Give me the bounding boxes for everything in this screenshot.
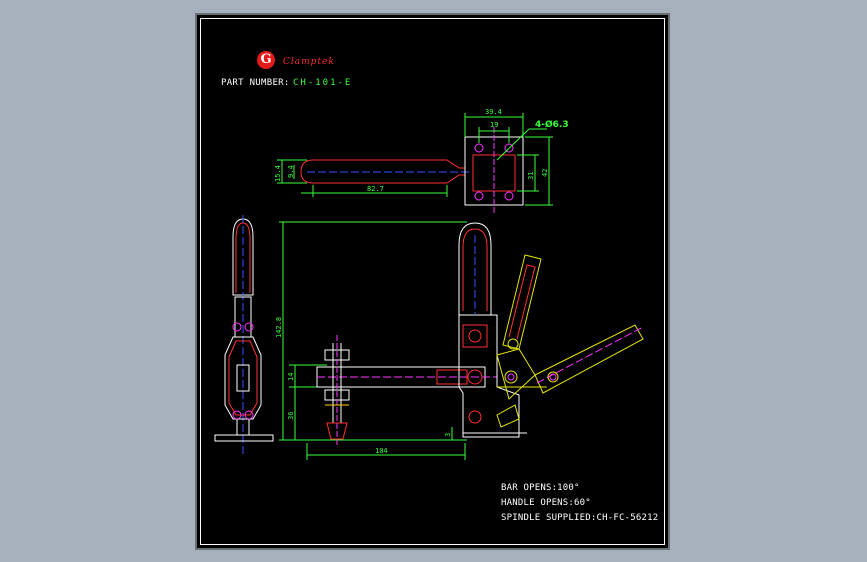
note-spindle: SPINDLE SUPPLIED:CH-FC-56212 — [501, 513, 659, 523]
dim-base-h1: 31 — [527, 172, 535, 180]
top-view — [277, 113, 553, 213]
part-number-value: CH-101-E — [293, 78, 353, 88]
note-handle-opens: HANDLE OPENS:60° — [501, 498, 591, 508]
dim-reach: 104 — [375, 447, 388, 455]
dim-handle-length: 82.7 — [367, 185, 384, 193]
dim-handle-h2: 9.4 — [287, 165, 295, 178]
technical-drawing: 39.4 19 4-Ø6.3 82.7 15.4 9.4 31 42 — [214, 108, 644, 460]
dim-side-36: 36 — [287, 412, 295, 420]
dim-handle-h1: 15.4 — [274, 165, 282, 182]
part-number-label: PART NUMBER: — [221, 78, 290, 88]
end-view — [214, 215, 274, 455]
note-bar-opens: BAR OPENS:100° — [501, 483, 580, 493]
dim-total-height: 142.8 — [275, 317, 283, 338]
dim-side-14: 14 — [287, 373, 295, 381]
dim-top-width: 39.4 — [485, 108, 502, 116]
clamptek-logo-icon: G — [257, 51, 275, 69]
front-view — [279, 221, 644, 460]
dim-hole-callout: 4-Ø6.3 — [535, 119, 569, 130]
drawing-border — [200, 18, 665, 545]
dim-small-3: 3 — [444, 433, 452, 437]
logo-wordmark: Clamptek — [283, 57, 335, 67]
drawing-sheet: G Clamptek PART NUMBER: CH-101-E — [195, 13, 670, 550]
dim-base-h2: 42 — [541, 169, 549, 177]
dim-hole-spacing: 19 — [490, 121, 498, 129]
